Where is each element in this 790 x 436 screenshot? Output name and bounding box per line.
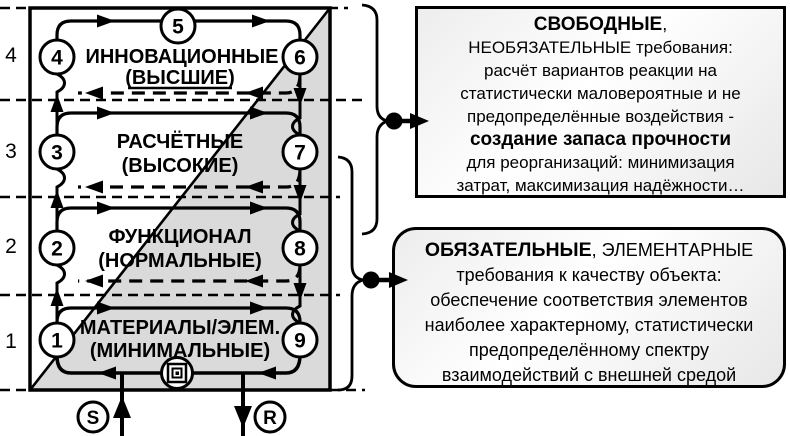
level3-name: РАСЧЁТНЫЕ	[117, 130, 243, 153]
arrowhead-left	[245, 180, 263, 194]
arrowhead-up	[50, 94, 64, 112]
right-chain-segment	[291, 169, 302, 233]
node-label-8: 8	[294, 238, 306, 261]
left-chain-segment	[55, 72, 66, 135]
arrowhead-right	[97, 301, 115, 315]
node-circle-6	[281, 38, 319, 76]
arrowhead-right	[250, 201, 268, 215]
arrowhead-left	[98, 366, 116, 380]
arrowhead-up	[50, 190, 64, 208]
free-box-title-line: СВОБОДНЫЕ,	[418, 13, 783, 36]
mandatory-requirements-box: ОБЯЗАТЕЛЬНЫЕ, ЭЛЕМЕНТАРНЫЕ требования к …	[392, 227, 786, 388]
left-chain-segment	[55, 263, 66, 323]
mandatory-box-body-line: наиболее характерному, статистически	[424, 315, 754, 335]
free-box-emphasis: создание запаса прочности	[469, 129, 732, 150]
result-node	[253, 400, 287, 434]
free-box-body-line: предопределённые воздействия -	[466, 107, 734, 126]
node-label-7: 7	[294, 142, 306, 165]
arrowhead-right	[97, 106, 115, 120]
lower-brace	[337, 155, 364, 392]
node-label-9: 9	[294, 330, 306, 353]
node-label-5: 5	[172, 16, 184, 39]
result-output-arrowhead	[234, 406, 252, 428]
mandatory-box-body-line: предопределённому спектру	[468, 340, 710, 360]
node-circle-1	[38, 321, 76, 359]
arrowhead-right	[252, 14, 270, 28]
right-chain-segment	[291, 265, 302, 325]
scale-label-2: 2	[5, 235, 17, 258]
scale-label-4: 4	[5, 44, 17, 67]
level1-grade: (МИНИМАЛЬНЫЕ)	[90, 340, 270, 362]
mandatory-requirements-arrowhead	[389, 272, 408, 288]
mandatory-box-title-line: ОБЯЗАТЕЛЬНЫЕ, ЭЛЕМЕНТАРНЫЕ	[395, 238, 783, 263]
mandatory-box-title-suffix: , ЭЛЕМЕНТАРНЫЕ	[591, 240, 754, 260]
level2-grade: (НОРМАЛЬНЫЕ)	[98, 250, 262, 272]
upper-brace	[361, 3, 389, 236]
mandatory-box-body-line: обеспечение соответствия элементов	[430, 290, 748, 310]
port-icon	[160, 356, 194, 390]
mandatory-box-body-line: требования к качеству объекта:	[456, 265, 722, 285]
free-box-subtitle: НЕОБЯЗАТЕЛЬНЫЕ требования:	[468, 38, 733, 57]
node-circle-5	[159, 7, 197, 45]
arrowhead-down	[293, 283, 307, 301]
node-circle-7	[281, 133, 319, 171]
level1-name: МАТЕРИАЛЫ/ЭЛЕМ.	[80, 317, 280, 339]
arrowhead-left	[258, 366, 276, 380]
arrowhead-right	[97, 201, 115, 215]
arrowhead-left	[85, 86, 103, 100]
arrowhead-down	[293, 185, 307, 203]
scale-label-3: 3	[5, 140, 17, 163]
source-node-label: S	[87, 408, 100, 429]
node-circle-3	[38, 133, 76, 171]
level4-grade: (ВЫСШИЕ)	[125, 67, 235, 89]
source-node	[76, 400, 110, 434]
free-box-tail-line: затрат, максимизация надёжности…	[456, 176, 745, 195]
level2-name: ФУНКЦИОНАЛ	[108, 226, 251, 248]
free-box-body-line: статистически маловероятные и не	[460, 84, 741, 103]
right-chain-segment	[291, 74, 302, 137]
mandatory-box-title: ОБЯЗАТЕЛЬНЫЕ	[424, 239, 592, 261]
diagonal-line	[28, 7, 332, 391]
source-input-arrowhead	[113, 396, 131, 418]
arrowhead-up	[50, 288, 64, 306]
free-requirements-box: СВОБОДНЫЕ, НЕОБЯЗАТЕЛЬНЫЕ требования: ра…	[415, 6, 786, 198]
arrowhead-left	[85, 274, 103, 288]
scale-label-1: 1	[5, 330, 17, 353]
node-label-4: 4	[51, 47, 63, 70]
arrowhead-left	[245, 274, 263, 288]
arrowhead-right	[250, 301, 268, 315]
free-box-body-line: расчёт вариантов реакции на	[483, 61, 718, 80]
arrowhead-right	[250, 106, 268, 120]
node-label-6: 6	[294, 47, 306, 70]
free-box-title-suffix: ,	[662, 14, 668, 34]
free-box-tail-line: для реорганизаций: минимизация	[466, 153, 735, 172]
arrowhead-left	[245, 86, 263, 100]
level3-grade: (ВЫСОКИЕ)	[122, 155, 239, 177]
node-label-2: 2	[51, 238, 63, 261]
result-node-label: R	[263, 408, 277, 429]
node-circle-4	[38, 38, 76, 76]
level4-name: ИННОВАЦИОННЫЕ	[85, 46, 278, 68]
free-requirements-arrowhead	[410, 113, 429, 129]
node-circle-2	[38, 229, 76, 267]
node-circle-8	[281, 229, 319, 267]
node-circle-9	[281, 321, 319, 359]
left-chain-segment	[55, 167, 66, 231]
node-label-3: 3	[51, 142, 63, 165]
arrowhead-left	[85, 180, 103, 194]
arrowhead-right	[97, 14, 115, 28]
node-label-1: 1	[51, 330, 63, 353]
free-box-title: СВОБОДНЫЕ	[533, 14, 663, 35]
arrowhead-down	[293, 88, 307, 106]
mandatory-box-body-line: взаимодействий с внешней средой	[441, 365, 737, 385]
